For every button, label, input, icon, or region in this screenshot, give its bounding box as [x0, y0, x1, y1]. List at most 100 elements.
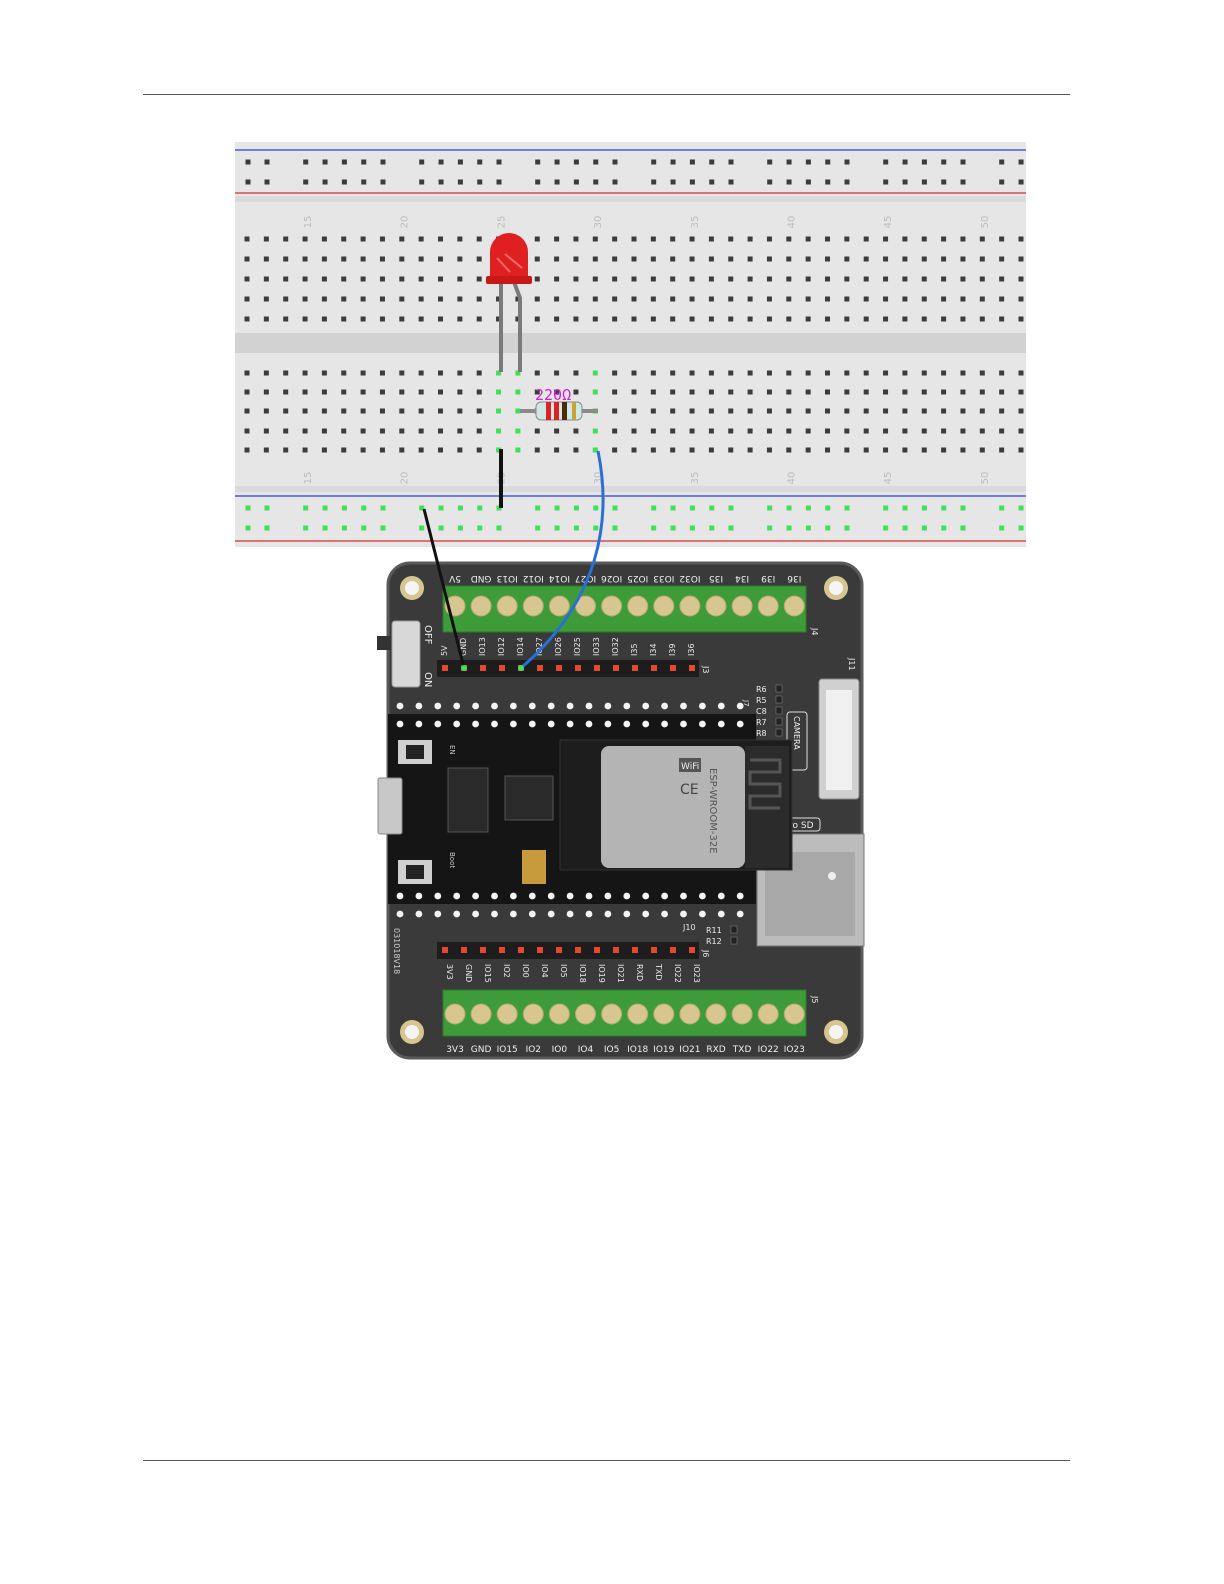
terminal-screw	[627, 595, 649, 617]
breadboard-hole	[379, 316, 385, 322]
header-pin	[689, 665, 695, 671]
breadboard-hole	[321, 256, 327, 262]
rail-hole-active	[1018, 505, 1024, 511]
breadboard-hole	[283, 408, 289, 414]
breadboard-hole	[941, 408, 947, 414]
header-pin	[651, 665, 657, 671]
breadboard-hole	[418, 276, 424, 282]
header-label: I34	[649, 643, 658, 656]
breadboard-hole	[805, 428, 811, 434]
breadboard-hole	[979, 370, 985, 376]
pin-label: GND	[471, 1045, 492, 1055]
breadboard-hole	[418, 447, 424, 453]
breadboard-hole	[341, 256, 347, 262]
breadboard-hole	[979, 408, 985, 414]
breadboard-center-channel	[235, 333, 1026, 353]
breadboard-column-number: 20	[400, 472, 411, 485]
breadboard-hole	[825, 276, 830, 282]
rail-hole-active	[728, 505, 734, 511]
breadboard-hole	[766, 316, 772, 322]
terminal-screw	[548, 595, 570, 617]
breadboard-hole	[554, 389, 560, 395]
breadboard-hole	[592, 316, 598, 322]
en-label: EN	[448, 745, 456, 755]
pin-label: 5V	[448, 573, 461, 583]
devkit-pin	[642, 702, 650, 710]
header-label: IO0	[521, 964, 530, 978]
devkit-pin	[547, 910, 555, 918]
breadboard-column-number: 20	[400, 216, 411, 229]
power-switch[interactable]	[391, 620, 421, 688]
devkit-pin	[717, 702, 725, 710]
breadboard-hole	[573, 316, 579, 322]
breadboard-hole	[244, 296, 250, 302]
breadboard-hole	[438, 316, 443, 322]
devkit-pin	[642, 910, 650, 918]
pin-label: IO4	[578, 1045, 594, 1055]
header-label: IO25	[573, 637, 582, 656]
breadboard-hole	[747, 256, 753, 262]
wifi-label: WiFi	[681, 762, 699, 772]
breadboard-hole	[999, 447, 1005, 453]
breadboard-hole	[999, 370, 1005, 376]
devkit-pin	[491, 910, 498, 918]
rail-hole-active	[902, 525, 908, 531]
breadboard-hole	[244, 256, 250, 262]
breadboard-hole	[457, 256, 463, 262]
breadboard-hole	[960, 236, 966, 242]
rail-hole-active	[1018, 525, 1024, 531]
breadboard-hole	[360, 408, 366, 414]
header-label: IO19	[597, 964, 606, 983]
rail-hole-active	[825, 525, 831, 531]
rail-hole	[883, 179, 889, 185]
mounting-holes	[400, 576, 848, 1044]
rail-hole-active	[767, 525, 773, 531]
breadboard-hole	[979, 447, 985, 453]
header-pin	[613, 665, 619, 671]
breadboard-hole	[825, 428, 830, 434]
devkit-pin	[604, 720, 612, 728]
component-label: R8	[756, 729, 767, 738]
breadboard-hole	[670, 447, 676, 453]
header-label: IO18	[578, 964, 587, 983]
rail-hole-active	[825, 505, 831, 511]
terminal-screw	[522, 1003, 544, 1025]
rail-hole	[419, 159, 425, 165]
terminal-screw	[679, 595, 701, 617]
pin-label: IO19	[653, 1045, 674, 1055]
breadboard-hole	[825, 236, 830, 242]
breadboard-hole	[263, 256, 269, 262]
breadboard-hole	[708, 276, 714, 282]
breadboard-hole	[650, 389, 656, 395]
breadboard-hole	[728, 447, 734, 453]
rail-hole	[380, 179, 386, 185]
terminal-screw	[783, 595, 805, 617]
breadboard-hole	[438, 236, 443, 242]
rail-hole	[921, 179, 927, 185]
header-label: 3V3	[445, 964, 454, 980]
rail-hole-active	[593, 505, 599, 511]
rail-hole-active	[341, 505, 347, 511]
terminal-screw	[496, 1003, 518, 1025]
breadboard-hole	[476, 296, 482, 302]
breadboard-hole	[921, 316, 927, 322]
j4-label: J4	[810, 627, 819, 635]
breadboard-hole	[999, 316, 1005, 322]
boot-label: Boot	[448, 852, 456, 868]
breadboard-hole	[612, 408, 618, 414]
breadboard-hole	[321, 370, 327, 376]
breadboard-hole	[670, 276, 676, 282]
breadboard-hole	[805, 316, 811, 322]
devkit-pin	[736, 892, 744, 900]
breadboard-hole	[283, 370, 289, 376]
rail-hole-active	[844, 505, 850, 511]
breadboard-hole	[476, 276, 482, 282]
devkit-pin	[547, 720, 555, 728]
breadboard-hole	[476, 447, 482, 453]
breadboard-hole	[747, 296, 753, 302]
breadboard-hole	[650, 428, 656, 434]
rail-hole-active	[689, 505, 695, 511]
breadboard-hole	[979, 276, 985, 282]
breadboard-hole	[244, 428, 250, 434]
devkit-pin	[396, 892, 404, 900]
